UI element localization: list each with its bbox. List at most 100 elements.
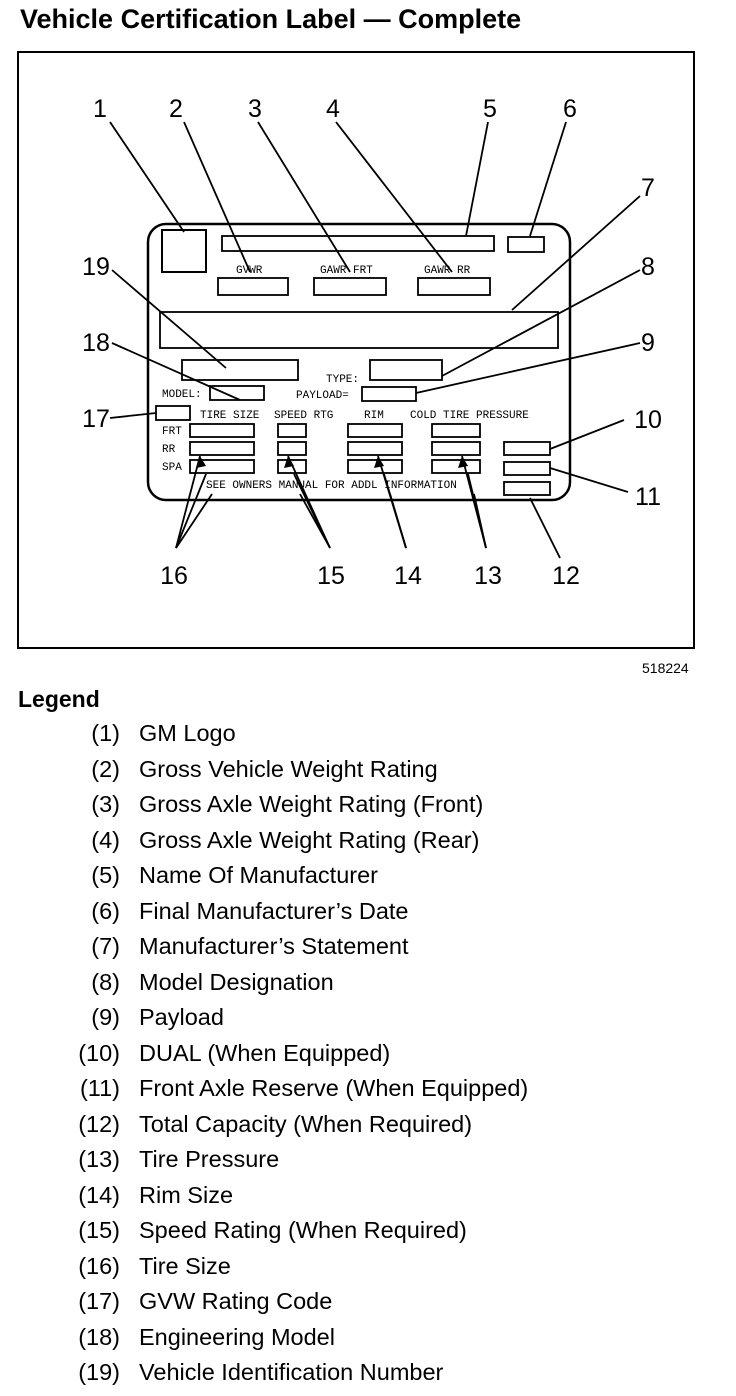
legend-item-number: (4) xyxy=(91,826,120,853)
figure-frame xyxy=(17,51,695,649)
legend-item-text: Engineering Model xyxy=(139,1323,335,1350)
legend-item-number: (14) xyxy=(78,1181,120,1208)
legend-heading: Legend xyxy=(18,686,100,712)
legend-item: (1)GM Logo xyxy=(0,720,736,755)
callout-10: 10 xyxy=(634,406,662,434)
legend-item: (2) Gross Vehicle Weight Rating xyxy=(0,756,736,791)
engineering-model-field xyxy=(209,385,265,401)
legend-item: (13)Tire Pressure xyxy=(0,1146,736,1181)
legend-item-text: Payload xyxy=(139,1004,224,1030)
certification-label-diagram: GVWR GAWR FRT GAWR RR TYPE: MODEL: PAYLO… xyxy=(17,51,695,649)
legend-item-text: DUAL (When Equipped) xyxy=(139,1039,391,1066)
callout-14: 14 xyxy=(394,562,422,590)
dual-field xyxy=(503,441,551,456)
manufacturer-statement-field xyxy=(159,311,559,349)
callout-3: 3 xyxy=(248,95,262,123)
gm-logo-box xyxy=(161,229,207,273)
tire-size-field xyxy=(189,459,255,474)
tire-size-field xyxy=(189,423,255,438)
legend-item: (3)Gross Axle Weight Rating (Front) xyxy=(0,791,736,826)
speed-rating-field xyxy=(277,441,307,456)
tire-pressure-field xyxy=(431,423,481,438)
legend-item-text: Name Of Manufacturer xyxy=(139,862,379,888)
legend-item-number: (7) xyxy=(91,933,120,959)
legend-item-number: (18) xyxy=(78,1323,120,1350)
legend-item: (12)Total Capacity (When Required) xyxy=(0,1111,736,1146)
legend-item-text: GM Logo xyxy=(139,720,236,746)
callout-17: 17 xyxy=(82,405,110,433)
manufacturer-date-field xyxy=(507,236,545,253)
manufacturer-name-field xyxy=(221,235,495,252)
front-row-label: FRT xyxy=(162,426,182,438)
callout-18: 18 xyxy=(82,329,110,357)
legend-item-number: (10) xyxy=(78,1039,120,1066)
payload-field xyxy=(361,386,417,402)
callout-12: 12 xyxy=(552,562,580,590)
gvwr-field xyxy=(217,277,289,296)
legend-item-number: (13) xyxy=(78,1146,120,1172)
rear-row-label: RR xyxy=(162,444,176,456)
legend-item-text: Total Capacity (When Required) xyxy=(139,1110,473,1137)
legend-item-number: (5) xyxy=(91,862,120,888)
rim-field xyxy=(347,423,403,438)
legend-item-text: Manufacturer’s Statement xyxy=(139,933,409,959)
legend-item-number: (11) xyxy=(79,1075,120,1101)
leader-arrowheads xyxy=(196,456,468,468)
callout-11: 11 xyxy=(635,483,661,511)
tire-pressure-field xyxy=(431,459,481,474)
model-designation-field xyxy=(369,359,443,381)
callout-8: 8 xyxy=(641,253,655,281)
legend-item-text: Gross Vehicle Weight Rating xyxy=(139,755,438,782)
gawr-rear-field xyxy=(417,277,491,296)
legend-item-number: (8) xyxy=(91,968,120,995)
callout-7: 7 xyxy=(641,174,655,202)
total-capacity-field xyxy=(503,481,551,496)
spare-row-label: SPA xyxy=(162,462,182,474)
speed-rating-field xyxy=(277,423,307,438)
legend-item: (4) Gross Axle Weight Rating (Rear) xyxy=(0,827,736,862)
legend-item: (5) Name Of Manufacturer xyxy=(0,862,736,897)
model-field-label: MODEL: xyxy=(162,389,202,401)
gawr-front-field xyxy=(313,277,387,296)
callout-5: 5 xyxy=(483,95,497,123)
legend-item-number: (19) xyxy=(78,1359,120,1385)
legend-item: (16)Tire Size xyxy=(0,1253,736,1288)
legend-item-text: Gross Axle Weight Rating (Rear) xyxy=(139,826,480,853)
legend-item: (10) DUAL (When Equipped) xyxy=(0,1040,736,1075)
legend-item-number: (2) xyxy=(91,755,120,782)
legend-item: (17) GVW Rating Code xyxy=(0,1288,736,1323)
callout-16: 16 xyxy=(160,562,188,590)
gvw-code-field xyxy=(155,405,191,421)
rim-field xyxy=(347,441,403,456)
tire-size-header: TIRE SIZE xyxy=(200,410,260,422)
legend-item-text: Front Axle Reserve (When Equipped) xyxy=(139,1075,529,1101)
legend-item-text: Final Manufacturer’s Date xyxy=(139,897,409,924)
legend-item-number: (3) xyxy=(91,791,120,817)
legend-item-number: (17) xyxy=(78,1288,120,1314)
legend-item: (8)Model Designation xyxy=(0,969,736,1004)
legend-item: (6) Final Manufacturer’s Date xyxy=(0,898,736,933)
cold-tire-pressure-header: COLD TIRE PRESSURE xyxy=(410,410,529,422)
legend-item-number: (6) xyxy=(91,897,120,924)
figure-id: 518224 xyxy=(642,660,689,676)
tire-size-field xyxy=(189,441,255,456)
rim-header: RIM xyxy=(364,410,384,422)
legend-item: (14)Rim Size xyxy=(0,1182,736,1217)
legend-item-number: (16) xyxy=(78,1252,120,1279)
callout-2: 2 xyxy=(169,95,183,123)
label-outline xyxy=(146,222,572,502)
legend-item-text: GVW Rating Code xyxy=(139,1288,333,1314)
legend-item: (19) Vehicle Identification Number xyxy=(0,1359,736,1394)
vin-field xyxy=(181,359,299,381)
speed-rating-header: SPEED RTG xyxy=(274,410,333,422)
callout-4: 4 xyxy=(326,95,340,123)
gawr-rear-field-label: GAWR RR xyxy=(424,265,471,277)
tire-pressure-field xyxy=(431,441,481,456)
leader-lines xyxy=(109,121,641,559)
callout-13: 13 xyxy=(474,562,502,590)
gawr-front-field-label: GAWR FRT xyxy=(320,265,373,277)
legend-item-text: Speed Rating (When Required) xyxy=(139,1217,467,1243)
legend-item-text: Vehicle Identification Number xyxy=(139,1359,444,1385)
legend-item: (15)Speed Rating (When Required) xyxy=(0,1217,736,1252)
callout-1: 1 xyxy=(93,95,107,123)
